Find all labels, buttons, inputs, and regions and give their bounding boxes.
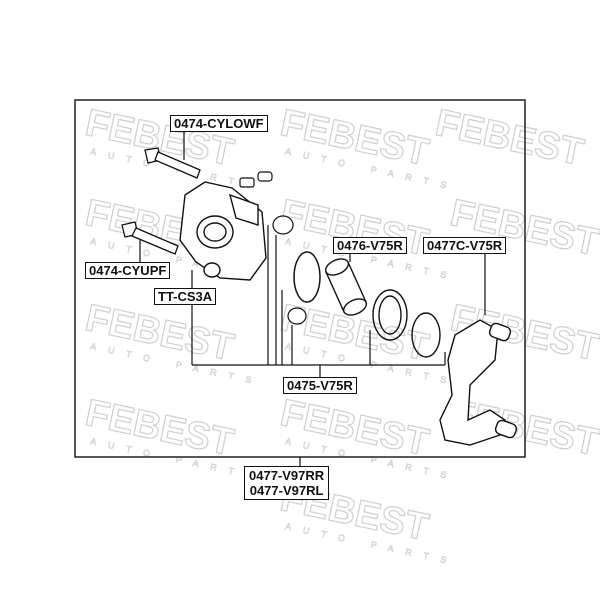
pin-shaft-lower [131,227,179,255]
piston-bottom [342,298,368,316]
label-0474-cyupf: 0474-CYUPF [85,262,171,279]
caliper-bore-inner [203,222,227,242]
bleeder-screw [239,171,273,188]
boot-lower [287,307,307,325]
retaining-ring [411,312,441,358]
watermark-brand: FEBEST [432,102,587,174]
label-0475-v75r: 0475-V75R [283,377,357,394]
caliper-bracket [439,319,518,446]
pin-shaft-upper [154,151,201,179]
watermark-layer: FEBEST AUTO PARTS FEBEST AUTO PARTS FEBE… [81,101,600,568]
watermark-7: FEBEST AUTO PARTS [81,296,264,388]
label-assembly: 0477-V97RR 0477-V97RL [244,466,330,500]
dust-boot-upper [272,215,294,235]
piston-seal-ring [293,251,321,303]
bracket-pin-upper [488,322,512,342]
piston-top [324,258,350,276]
piston-boot [372,289,408,341]
bleeder-cap [257,171,273,182]
boot-inner [378,295,402,335]
caliper-bracket-arm [228,193,259,226]
leader-lines [139,130,486,468]
label-tt-cs3a: TT-CS3A [154,288,217,305]
slide-pin-lower [144,147,201,179]
slide-pin-upper [121,221,179,255]
bracket-frame [439,319,506,446]
caliper-bleed [203,262,221,278]
caliper-body [179,181,267,281]
label-0476-v75r: 0476-V75R [333,237,407,254]
label-0474-cylowf: 0474-CYLOWF [170,115,268,132]
watermark-3: FEBEST [431,101,588,174]
bracket-pin-lower [494,419,518,439]
dust-boot-lower [287,307,307,325]
boot-outer [372,289,408,341]
label-0477-v97rr: 0477-V97RR [249,468,325,483]
bleeder-body [239,177,255,188]
piston [324,258,368,316]
boot-upper [272,215,294,235]
label-0477-v97rl: 0477-V97RL [249,483,324,498]
label-0477c-v75r: 0477C-V75R [423,237,507,254]
